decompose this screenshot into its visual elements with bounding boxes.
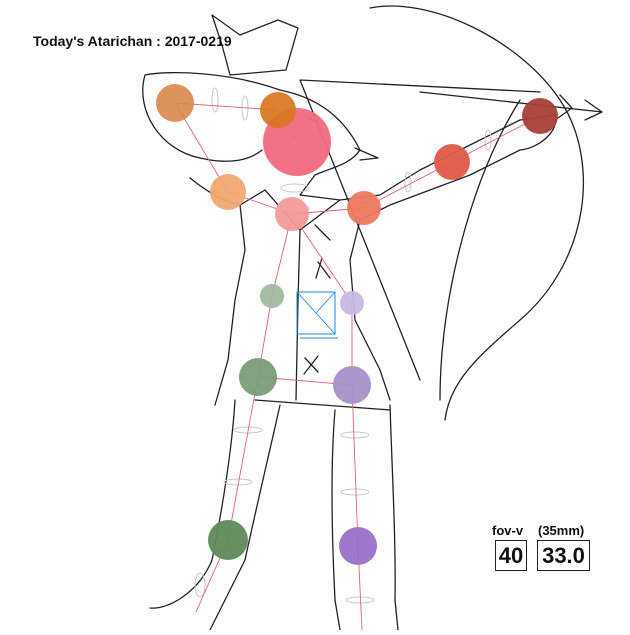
- joint-left-hip[interactable]: [239, 358, 277, 396]
- joint-left-wrist[interactable]: [260, 92, 296, 128]
- joint-left-knee[interactable]: [208, 520, 248, 560]
- joint-spine-left[interactable]: [260, 284, 284, 308]
- hat-sketch: [211, 14, 299, 76]
- coat-center-sketch: [295, 229, 301, 401]
- legs-sketch: [149, 399, 399, 631]
- fov-value-field[interactable]: 40: [495, 540, 527, 571]
- joint-handles: [156, 84, 558, 565]
- joint-left-hand[interactable]: [156, 84, 194, 122]
- joint-right-knee[interactable]: [339, 527, 377, 565]
- page-title: Today's Atarichan : 2017-0219: [33, 33, 232, 49]
- bow-sketch: [369, 5, 584, 421]
- joint-right-hand[interactable]: [522, 98, 558, 134]
- focal-length-label: (35mm): [538, 523, 585, 538]
- focal-length-value-field[interactable]: 33.0: [537, 540, 590, 571]
- joint-spine-right[interactable]: [340, 291, 364, 315]
- coat-marks-sketch: [303, 224, 331, 375]
- transform-gizmo[interactable]: [296, 291, 338, 339]
- joint-right-shoulder[interactable]: [347, 191, 381, 225]
- arrow-sketch: [419, 91, 603, 121]
- fov-label: fov-v: [492, 523, 524, 538]
- head-sketch: [142, 72, 361, 196]
- bowstring-sketch: [299, 79, 541, 381]
- joint-left-elbow[interactable]: [210, 174, 246, 210]
- joint-right-elbow[interactable]: [434, 144, 470, 180]
- joint-neck[interactable]: [275, 197, 309, 231]
- joint-right-hip[interactable]: [333, 366, 371, 404]
